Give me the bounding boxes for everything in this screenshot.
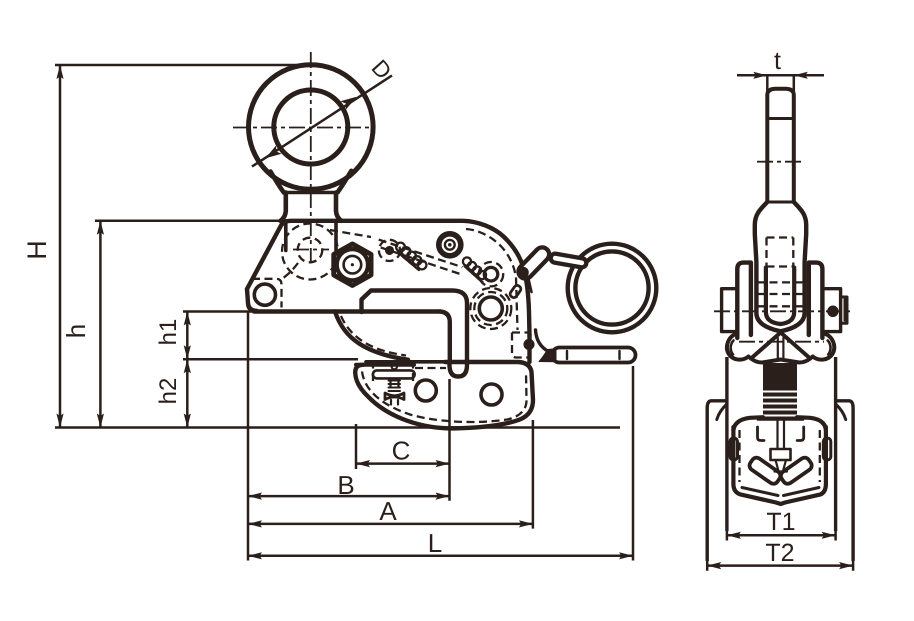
svg-text:T2: T2 <box>765 539 794 567</box>
svg-text:T1: T1 <box>766 508 795 536</box>
svg-text:H: H <box>22 240 52 260</box>
svg-text:C: C <box>392 435 411 465</box>
svg-text:B: B <box>337 470 354 500</box>
svg-text:D: D <box>367 54 397 84</box>
svg-text:A: A <box>379 496 397 526</box>
svg-text:h1: h1 <box>155 319 182 346</box>
svg-text:h: h <box>61 324 91 338</box>
svg-text:t: t <box>774 47 781 75</box>
svg-text:L: L <box>428 528 442 558</box>
svg-text:h2: h2 <box>155 378 182 405</box>
